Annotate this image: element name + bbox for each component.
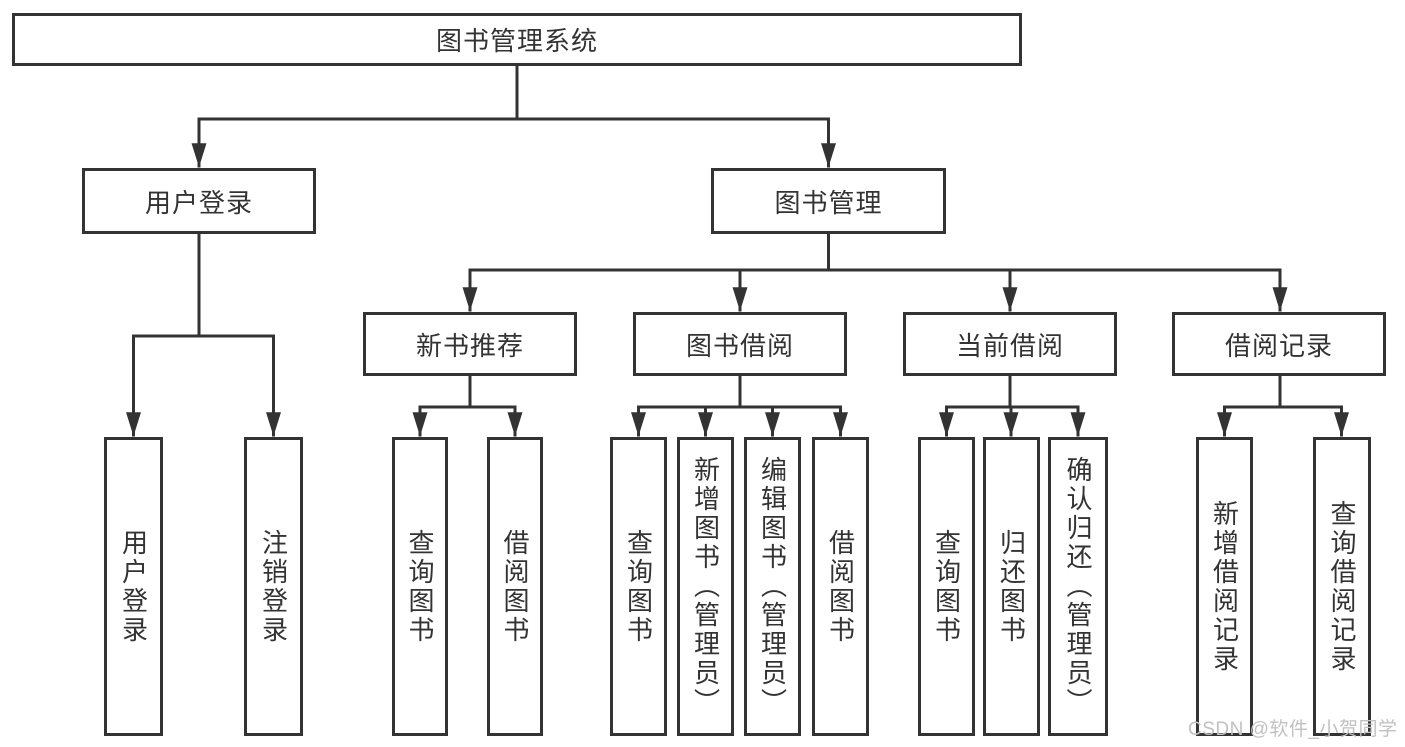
node-book-borrowing: 图书借阅 bbox=[633, 312, 847, 376]
node-leaf-records-query-record: 查询借阅记录 bbox=[1313, 437, 1371, 736]
node-leaf-records-add-record: 新增借阅记录 bbox=[1196, 437, 1253, 736]
node-current-borrowing: 当前借阅 bbox=[903, 312, 1117, 376]
node-leaf-recommend-borrow-books-label: 借阅图书 bbox=[500, 528, 530, 645]
node-user-login: 用户登录 bbox=[82, 168, 316, 234]
node-leaf-borrowing-borrow-books-label: 借阅图书 bbox=[825, 528, 856, 645]
node-user-login-label: 用户登录 bbox=[144, 187, 253, 218]
node-leaf-borrowing-add-books-label: 新增图书（管理员） bbox=[690, 456, 721, 717]
node-library-management-system-label: 图书管理系统 bbox=[435, 26, 598, 56]
node-leaf-current-confirm-return: 确认归还（管理员） bbox=[1048, 437, 1108, 736]
node-leaf-recommend-query-books-label: 查询图书 bbox=[405, 528, 435, 645]
node-leaf-records-add-record-label: 新增借阅记录 bbox=[1209, 499, 1240, 674]
node-leaf-user-login: 用户登录 bbox=[104, 437, 163, 736]
node-leaf-recommend-borrow-books: 借阅图书 bbox=[487, 437, 543, 736]
node-leaf-current-confirm-return-label: 确认归还（管理员） bbox=[1063, 456, 1093, 717]
node-leaf-logout-login-label: 注销登录 bbox=[258, 528, 289, 645]
node-leaf-current-query-books: 查询图书 bbox=[918, 437, 975, 736]
node-leaf-current-return-books: 归还图书 bbox=[983, 437, 1040, 736]
node-leaf-user-login-label: 用户登录 bbox=[118, 528, 149, 645]
node-current-borrowing-label: 当前借阅 bbox=[955, 330, 1064, 361]
node-borrowing-records: 借阅记录 bbox=[1172, 312, 1386, 376]
node-leaf-borrowing-query-books-label: 查询图书 bbox=[623, 528, 654, 645]
node-new-book-recommend-label: 新书推荐 bbox=[415, 330, 524, 361]
node-leaf-borrowing-query-books: 查询图书 bbox=[610, 437, 667, 736]
node-leaf-current-query-books-label: 查询图书 bbox=[931, 528, 962, 645]
node-book-management-label: 图书管理 bbox=[774, 187, 883, 218]
node-borrowing-records-label: 借阅记录 bbox=[1224, 330, 1333, 361]
node-leaf-records-query-record-label: 查询借阅记录 bbox=[1327, 499, 1357, 674]
node-leaf-current-return-books-label: 归还图书 bbox=[996, 528, 1027, 645]
node-leaf-borrowing-edit-books-label: 编辑图书（管理员） bbox=[757, 456, 788, 717]
node-book-borrowing-label: 图书借阅 bbox=[685, 330, 794, 361]
node-leaf-logout-login: 注销登录 bbox=[244, 437, 303, 736]
node-leaf-borrowing-add-books: 新增图书（管理员） bbox=[677, 437, 734, 736]
node-book-management: 图书管理 bbox=[711, 168, 946, 234]
csdn-watermark: CSDN @软件_小贺同学 bbox=[1188, 719, 1398, 740]
node-leaf-borrowing-borrow-books: 借阅图书 bbox=[812, 437, 869, 736]
node-leaf-recommend-query-books: 查询图书 bbox=[392, 437, 448, 736]
node-new-book-recommend: 新书推荐 bbox=[363, 312, 577, 376]
node-leaf-borrowing-edit-books: 编辑图书（管理员） bbox=[744, 437, 801, 736]
node-library-management-system: 图书管理系统 bbox=[12, 13, 1022, 66]
